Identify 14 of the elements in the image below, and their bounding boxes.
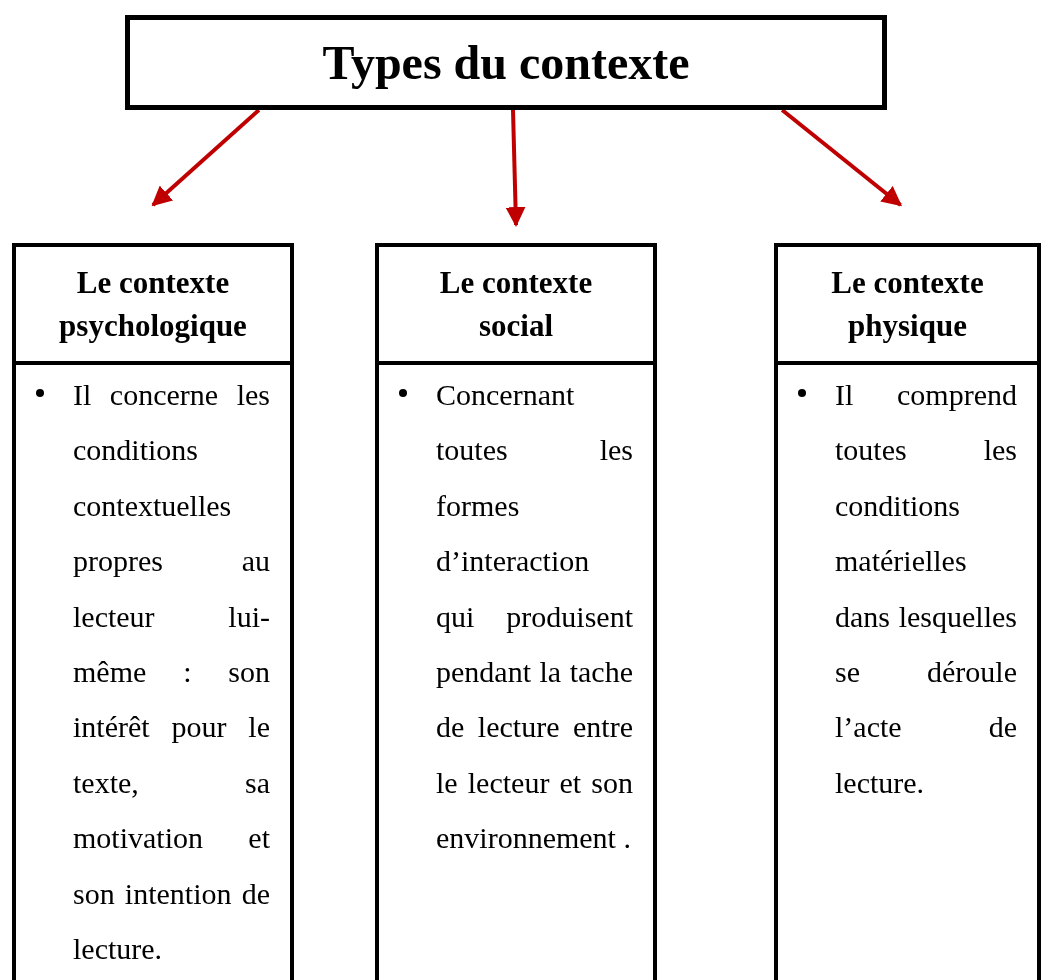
column-heading: Le contexte psychologique [16,247,290,365]
arrow [505,109,526,227]
column-heading: Le contexte social [379,247,653,365]
column-heading: Le contexte physique [778,247,1037,365]
title-box [125,15,887,110]
arrow [780,108,903,207]
context-column [12,243,294,980]
description-text: Il comprend toutes les conditions matérielles dans lesquelles se déroule l’acte de lecture. [835,377,1017,801]
title-text: Types du contexte [322,35,690,90]
context-column [375,243,657,980]
description-text: Il concerne les conditions contextuelles propres au lecteur lui-même : son intérêt pour le texte, sa motivation et son intention de lecture. [73,377,270,968]
description-text: Concernant toutes les formes d’interaction qui produisent pendant la tache de lecture entre le lecteur et son environnement . [436,377,633,857]
arrow [151,108,261,207]
context-column [774,243,1041,980]
